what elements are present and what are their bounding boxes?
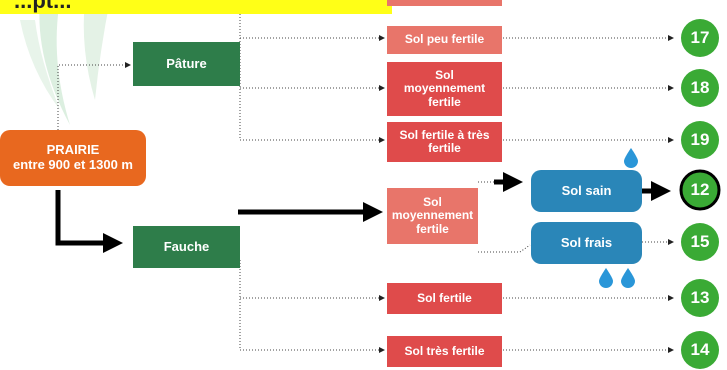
soil-tres-fertile: Sol très fertile bbox=[387, 336, 502, 367]
soil-peu-fertile: Sol peu fertile bbox=[387, 26, 502, 54]
fauche-label: Fauche bbox=[163, 238, 210, 254]
fauche-node: Fauche bbox=[133, 226, 240, 268]
code-badge-12: 12 bbox=[679, 169, 721, 211]
soil-fauche-moyen-line2: moyennement bbox=[391, 208, 474, 223]
soil-fertile-tres-fertile: Sol fertile à très fertile bbox=[387, 122, 502, 162]
code-12: 12 bbox=[690, 180, 710, 199]
code-18: 18 bbox=[690, 78, 710, 97]
soil-moyennement-fertile: Sol moyennement fertile bbox=[387, 62, 502, 116]
sol-frais-label: Sol frais bbox=[560, 234, 613, 250]
soil-top-partial bbox=[387, 0, 502, 6]
code-badge-18: 18 bbox=[680, 68, 720, 108]
code-badge-14: 14 bbox=[680, 330, 720, 370]
code-badge-15: 15 bbox=[680, 222, 720, 262]
code-13: 13 bbox=[690, 288, 710, 307]
code-14: 14 bbox=[690, 340, 710, 359]
sol-frais-node: Sol frais bbox=[531, 222, 642, 264]
grass-decoration bbox=[20, 0, 110, 125]
prairie-node: PRAIRIE entre 900 et 1300 m bbox=[0, 130, 146, 186]
soil-fauche-moyen-line3: fertile bbox=[416, 221, 449, 236]
banner-text: ...pt... bbox=[14, 0, 72, 13]
soil-tres-fertile-label: Sol très fertile bbox=[404, 343, 485, 358]
pature-node: Pâture bbox=[133, 42, 240, 86]
sol-sain-node: Sol sain bbox=[531, 170, 642, 212]
water-drops-icon bbox=[599, 268, 635, 288]
pature-label: Pâture bbox=[166, 55, 207, 71]
water-drop-icon bbox=[624, 148, 638, 168]
soil-moyen-line1: Sol bbox=[435, 68, 454, 83]
code-badge-19: 19 bbox=[680, 120, 720, 160]
title-banner: ...pt... bbox=[0, 0, 392, 14]
prairie-title: PRAIRIE bbox=[46, 142, 100, 158]
code-17: 17 bbox=[690, 28, 710, 47]
code-badge-17: 17 bbox=[680, 18, 720, 58]
soil-peu-fertile-label: Sol peu fertile bbox=[404, 32, 485, 47]
soil-fauche-moyen-line1: Sol bbox=[423, 195, 442, 210]
soil-moyen-line2: moyennement bbox=[403, 81, 486, 96]
soil-fertile-tres-line2: fertile bbox=[428, 141, 461, 155]
prairie-altitude: entre 900 et 1300 m bbox=[13, 157, 133, 172]
soil-fauche-moyennement-fertile: Sol moyennement fertile bbox=[387, 188, 478, 244]
code-badge-13: 13 bbox=[680, 278, 720, 318]
soil-fertile: Sol fertile bbox=[387, 283, 502, 314]
sol-sain-label: Sol sain bbox=[561, 182, 612, 198]
code-15: 15 bbox=[690, 232, 710, 251]
soil-fertile-label: Sol fertile bbox=[417, 290, 472, 305]
code-19: 19 bbox=[690, 130, 710, 149]
soil-fertile-tres-line1: Sol fertile à très bbox=[399, 127, 490, 142]
soil-moyen-line3: fertile bbox=[428, 94, 461, 109]
